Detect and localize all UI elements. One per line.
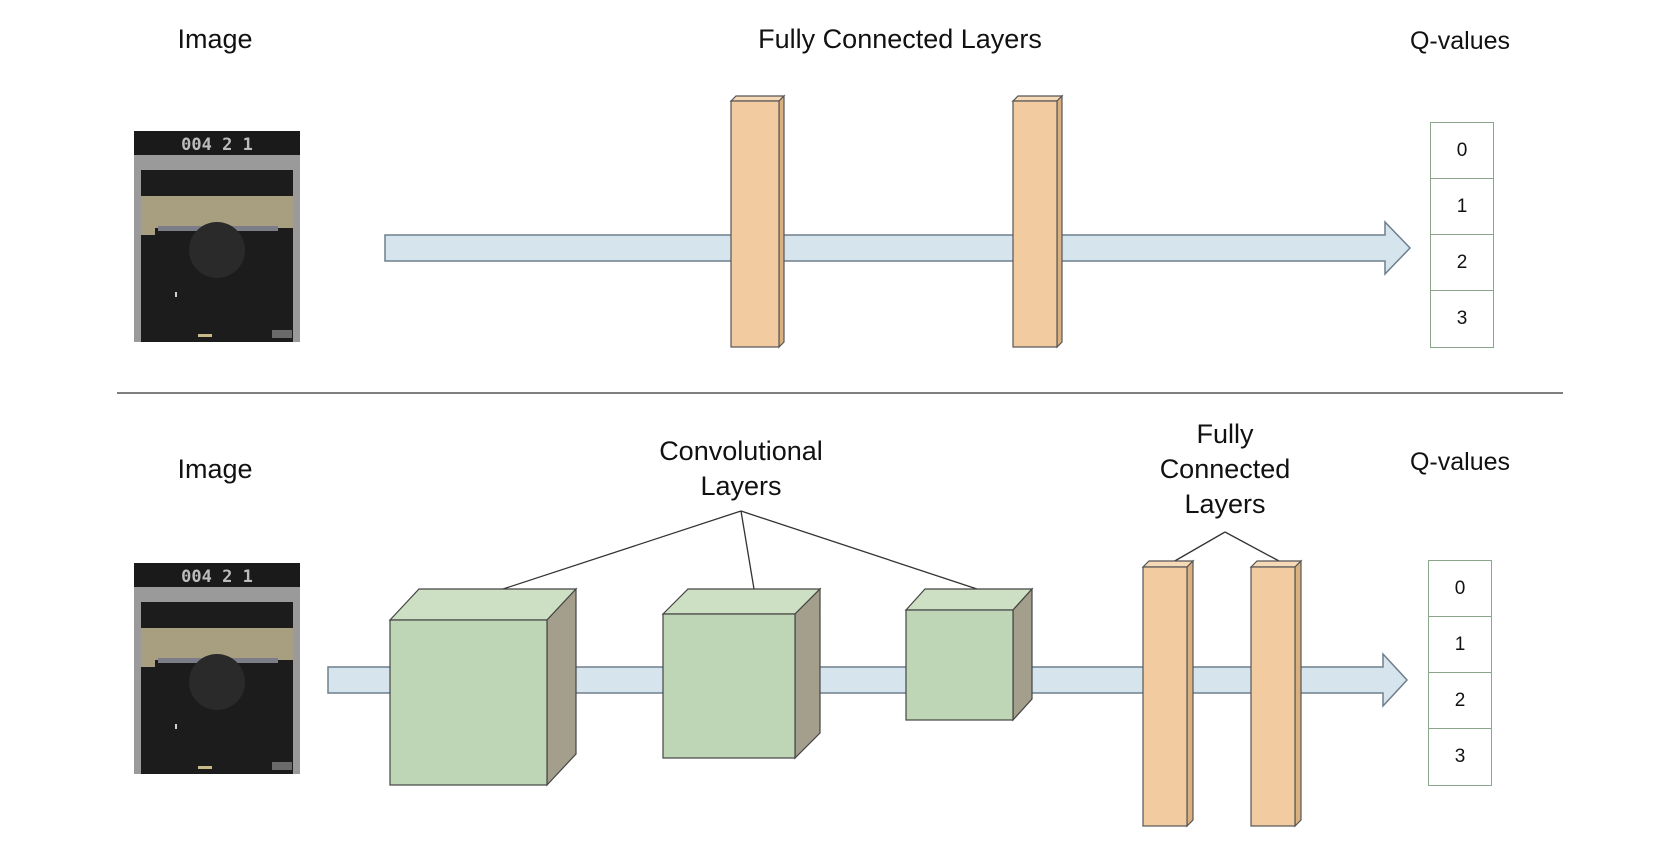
bottom-q-value-3: 3 xyxy=(1454,746,1466,767)
top-game-screen: 004 2 1 xyxy=(134,131,300,342)
top-q-value-0: 0 xyxy=(1431,123,1493,179)
conv-label-connector xyxy=(499,510,978,591)
fc-label-connector xyxy=(1172,531,1280,563)
bottom-q-value-1: 1 xyxy=(1429,617,1491,673)
bottom-q-values-label: Q-values xyxy=(1409,448,1511,476)
top-fc-layers-label: Fully Connected Layers xyxy=(758,24,1042,54)
top-q-value-3: 3 xyxy=(1456,308,1468,329)
top-q-value-2: 2 xyxy=(1431,235,1493,291)
top-game-score: 004 2 1 xyxy=(181,135,253,155)
fc-layers-label-line3: Layers xyxy=(1184,489,1266,519)
fc-layers-label-line2: Connected xyxy=(1159,454,1291,484)
bottom-game-score: 004 2 1 xyxy=(181,567,253,587)
top-fc-layer-1 xyxy=(729,94,786,349)
conv-layer-3 xyxy=(904,587,1034,722)
bottom-image-label: Image xyxy=(177,454,253,484)
conv-layers-label-line2: Layers xyxy=(700,471,782,501)
fc-layers-label-line1: Fully xyxy=(1196,419,1254,449)
conv-layers-label-line1: Convolutional xyxy=(659,436,823,466)
bottom-q-values-table: 0 1 2 3 xyxy=(1428,560,1492,786)
bottom-fc-layer-2 xyxy=(1249,559,1303,828)
conv-layer-1 xyxy=(388,587,578,787)
bottom-q-value-0: 0 xyxy=(1429,561,1491,617)
conv-layer-2 xyxy=(661,587,822,760)
top-fc-layer-2 xyxy=(1011,94,1064,349)
top-image-label: Image xyxy=(177,24,253,54)
top-flow-arrow xyxy=(384,220,1412,276)
bottom-q-value-2: 2 xyxy=(1429,673,1491,729)
top-q-values-table: 0 1 2 3 xyxy=(1430,122,1494,348)
top-q-values-label: Q-values xyxy=(1409,27,1511,55)
top-q-value-1: 1 xyxy=(1431,179,1493,235)
bottom-fc-layer-1 xyxy=(1141,559,1195,828)
bottom-game-screen: 004 2 1 xyxy=(134,563,300,774)
